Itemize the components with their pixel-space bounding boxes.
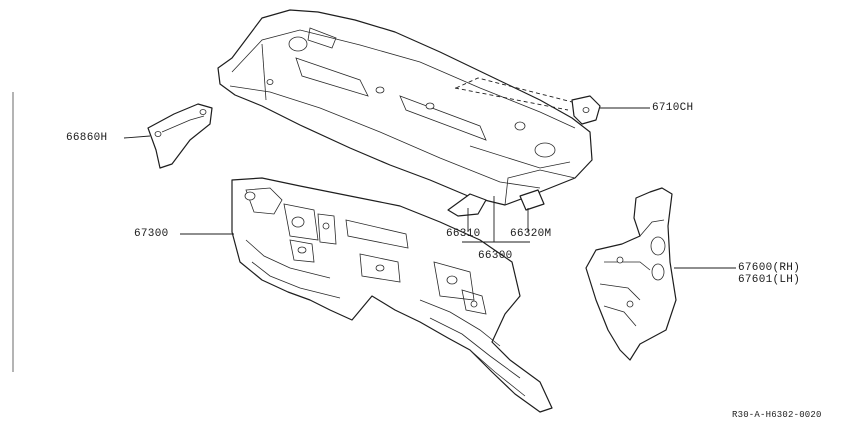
label-66320M: 66320M <box>510 228 552 240</box>
leader-66300 <box>462 196 530 243</box>
label-6710CH: 6710CH <box>652 102 694 114</box>
dash-panel-part <box>231 177 553 413</box>
cowl-top-panel <box>217 9 593 206</box>
label-66860H: 66860H <box>66 132 108 144</box>
bracket-right-part <box>571 95 601 125</box>
label-67601-lh: 67601(LH) <box>738 274 801 286</box>
leader-66860H <box>123 135 151 139</box>
diagram-code: R30-A-H6302-0020 <box>732 410 822 420</box>
label-67300: 67300 <box>134 228 169 240</box>
bracket-small-part <box>447 189 545 217</box>
label-66300: 66300 <box>478 250 513 262</box>
bracket-left-part <box>147 103 213 169</box>
side-panel-part <box>585 187 677 361</box>
alignment-dashed-line <box>454 87 569 111</box>
label-67600-rh: 67600(RH) <box>738 262 801 274</box>
label-66310: 66310 <box>446 228 481 240</box>
